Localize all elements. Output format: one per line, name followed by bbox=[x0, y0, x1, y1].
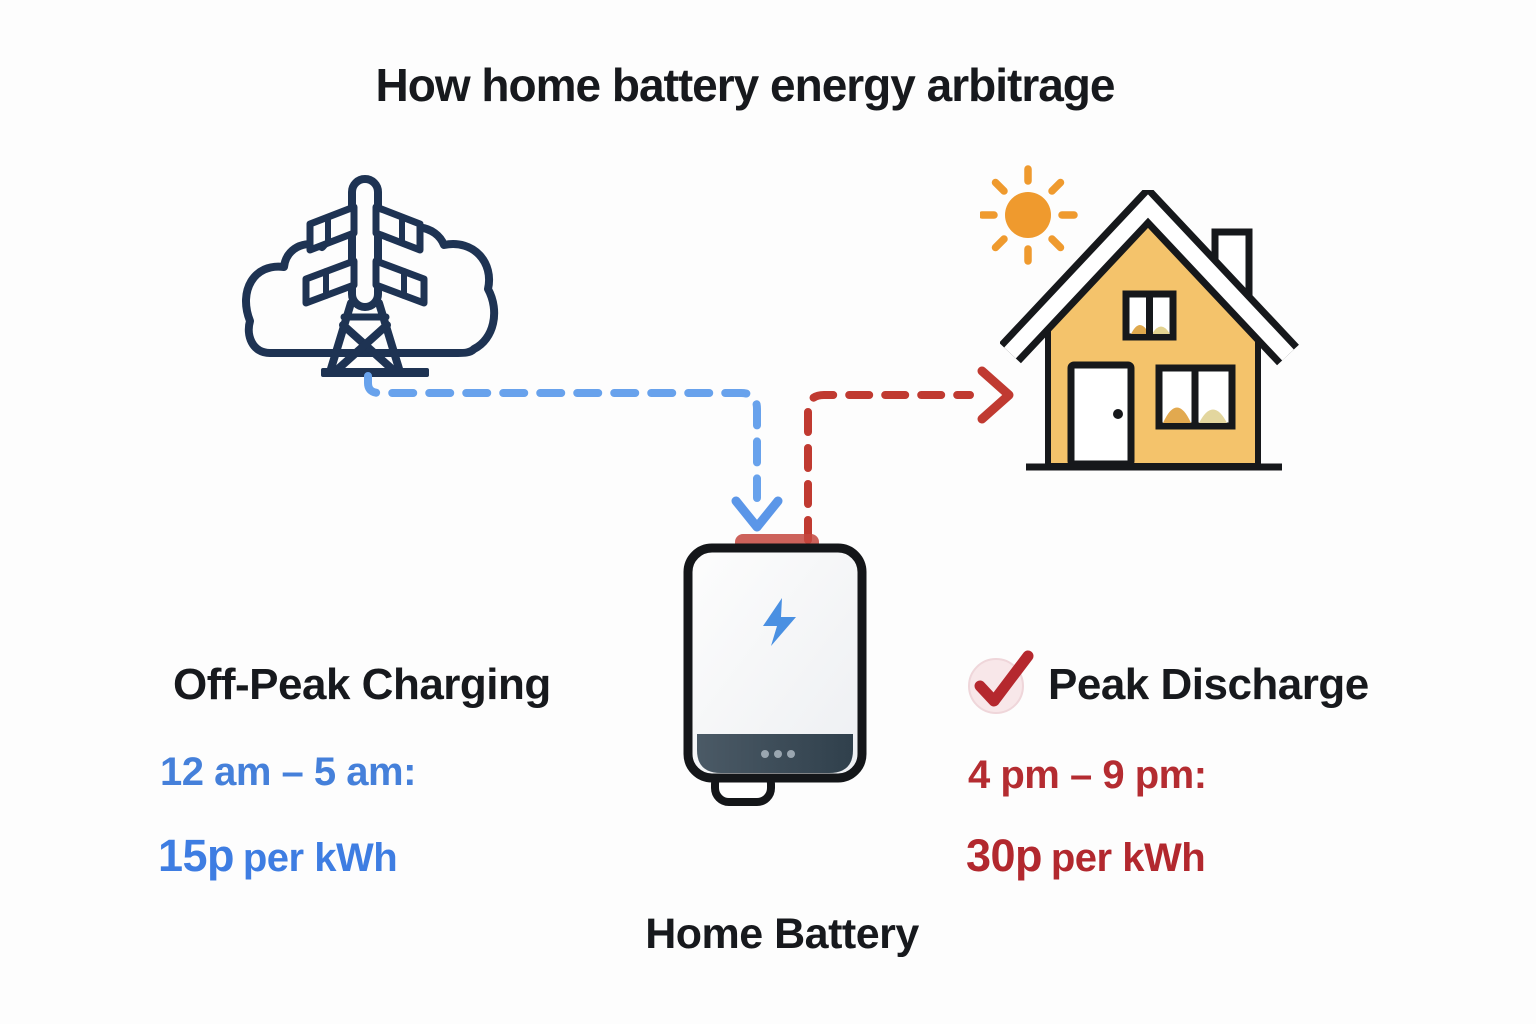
off-peak-price: 15p bbox=[158, 830, 235, 881]
home-battery-icon bbox=[655, 518, 895, 818]
peak-heading: Peak Discharge bbox=[1048, 660, 1369, 709]
battery-label: Home Battery bbox=[645, 910, 919, 958]
off-peak-heading: Off-Peak Charging bbox=[173, 660, 551, 709]
page-title: How home battery energy arbitrage bbox=[375, 59, 1116, 111]
peak-price-suffix: per kWh bbox=[1050, 836, 1206, 880]
power-grid-cloud-icon bbox=[240, 165, 510, 395]
peak-price: 30p bbox=[966, 830, 1043, 881]
off-peak-price-suffix: per kWh bbox=[242, 836, 398, 880]
charging-flow-arrow-blue bbox=[364, 372, 783, 532]
lightning-bolt-icon bbox=[763, 598, 796, 646]
peak-time-range: 4 pm – 9 pm: bbox=[968, 753, 1207, 797]
house-icon bbox=[1000, 190, 1300, 480]
sun-icon bbox=[980, 158, 1080, 268]
discharge-flow-arrow-red bbox=[804, 366, 1014, 544]
off-peak-time-range: 12 am – 5 am: bbox=[160, 750, 416, 794]
checkmark-icon bbox=[962, 646, 1040, 718]
